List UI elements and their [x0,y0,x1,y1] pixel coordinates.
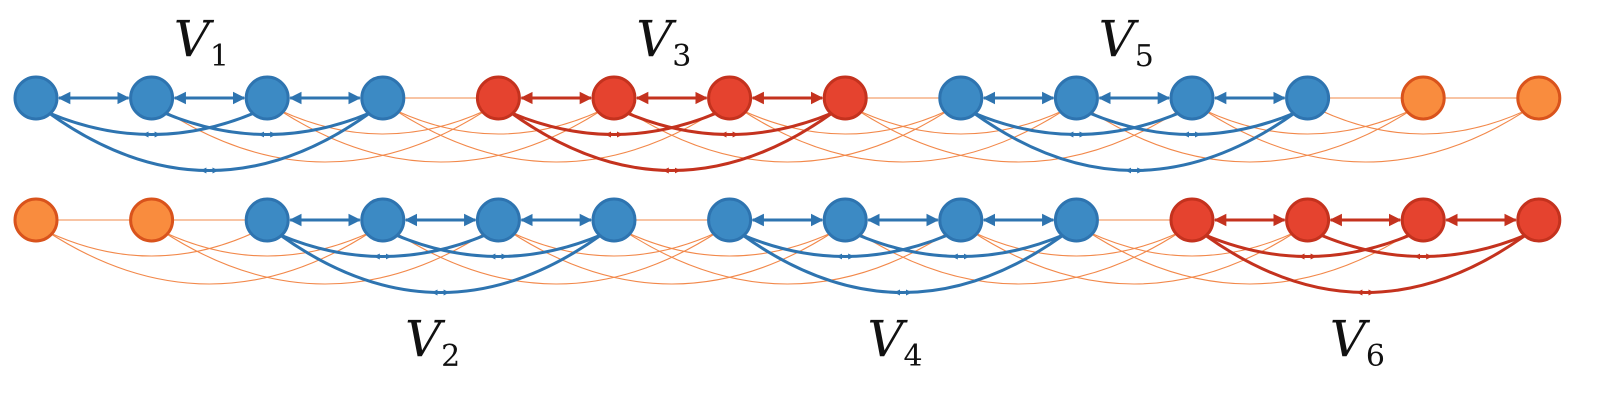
background-edge [163,231,487,285]
blue-node [244,75,290,121]
background-edge [163,109,487,163]
orange-node [1400,75,1446,121]
background-edge [972,231,1181,257]
background-edge [625,231,834,257]
blue-node [938,197,984,243]
blue-node [1285,75,1331,121]
background-edge [625,109,950,163]
orange-node [13,197,59,243]
background-edge [510,231,718,257]
group-label: V6 [1330,310,1385,374]
red-node [1285,197,1331,243]
background-edge [163,231,372,257]
red-node [475,75,521,121]
background-edge [1088,231,1412,285]
background-edge [510,231,834,285]
blue-node [707,197,753,243]
red-node [707,75,753,121]
background-edge [47,231,256,257]
red-node [822,75,868,121]
blue-node [1169,75,1215,121]
group-label: V1 [174,10,229,74]
group-label: V2 [405,310,460,374]
background-edge [972,231,1296,285]
blue-node [822,197,868,243]
background-edge [741,109,950,135]
blue-node [475,197,521,243]
background-edge [1203,109,1412,135]
background-edge [856,109,1181,163]
background-edge [1319,109,1528,135]
blue-node [360,197,406,243]
red-node [1516,197,1562,243]
background-edge [278,109,603,163]
blue-node [1053,75,1099,121]
background-edge [625,231,950,285]
red-node [1400,197,1446,243]
blue-node [129,75,175,121]
group-edges [48,91,1527,296]
background-edge [394,231,718,285]
background-edge [278,109,487,135]
blue-node [938,75,984,121]
background-edge [394,109,718,163]
background-edge [394,109,603,135]
red-node [591,75,637,121]
red-node [1169,197,1215,243]
group-label: V5 [1099,10,1154,74]
background-edge [1203,109,1528,163]
blue-node [360,75,406,121]
background-edge [1088,109,1412,163]
background-edge [47,231,372,285]
blue-node [13,75,59,121]
blue-node [1053,197,1099,243]
background-edge [856,231,1181,285]
group-label: V3 [636,10,691,74]
background-edges [47,97,1528,285]
orange-node [1516,75,1562,121]
nodes [13,75,1562,243]
background-edge [741,109,1065,163]
orange-node [129,197,175,243]
background-edge [856,109,1065,135]
blue-node [244,197,290,243]
blue-node [591,197,637,243]
group-label: V4 [867,310,922,374]
background-edge [1088,231,1296,257]
